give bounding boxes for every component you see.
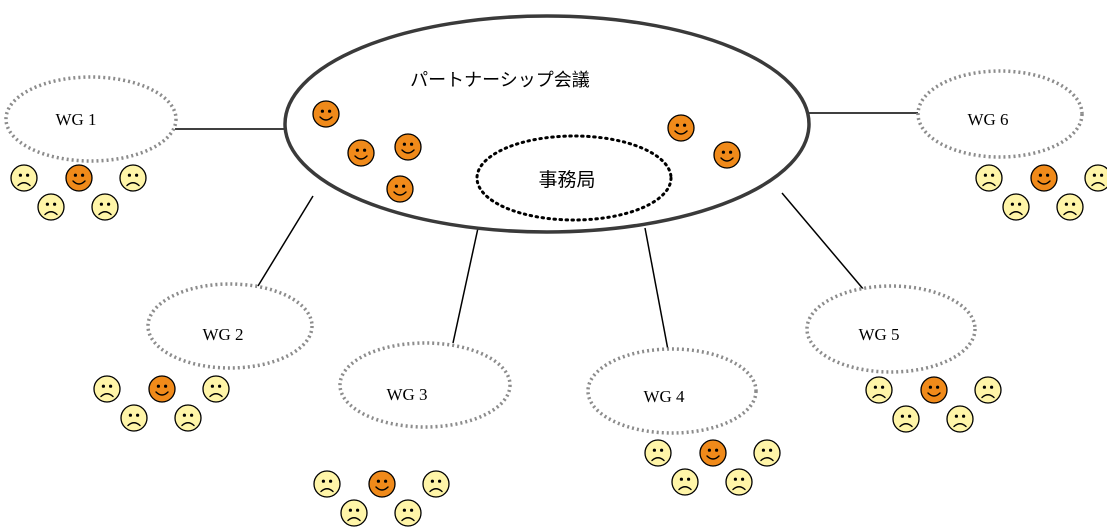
sad-face-icon [1002,193,1030,221]
sad-face-icon [313,470,341,498]
faces-layer [10,100,1107,527]
happy-face-icon [713,141,741,169]
wg1-label: WG 1 [55,110,96,129]
sad-face-icon [974,376,1002,404]
wg4-ellipse [586,347,758,435]
happy-face-icon [312,100,340,128]
wg2-ellipse [146,282,314,370]
wg5-ellipse [805,284,977,374]
sad-face-icon [892,405,920,433]
wg6-label: WG 6 [967,110,1008,129]
sad-face-icon [946,405,974,433]
sad-face-icon [10,164,38,192]
sad-face-icon [394,499,422,527]
wg2-group: WG 2 [146,282,314,370]
partnership-meeting-ellipse [283,14,811,234]
partnership-meeting-label: パートナーシップ会議 [410,70,590,91]
sad-face-icon [753,439,781,467]
wg3-ellipse [338,341,512,429]
secretariat-ellipse [475,134,673,222]
sad-face-icon [865,376,893,404]
sad-face-icon [174,404,202,432]
sad-face-icon [91,193,119,221]
connector-wg4 [644,227,669,351]
sad-face-icon [37,193,65,221]
connector-lines [175,112,918,351]
wg4-group: WG 4 [586,347,758,435]
connector-wg5 [781,192,865,291]
happy-face-icon [699,439,727,467]
sad-face-icon [202,375,230,403]
wg5-group: WG 5 [805,284,977,374]
secretariat-label: 事務局 [538,169,595,191]
happy-face-icon [148,375,176,403]
wg6-group: WG 6 [916,69,1084,159]
happy-face-icon [368,470,396,498]
wg3-group: WG 3 [338,341,512,429]
happy-face-icon [1030,164,1058,192]
sad-face-icon [1084,164,1107,192]
happy-face-icon [920,376,948,404]
happy-face-icon [386,175,414,203]
sad-face-icon [644,439,672,467]
sad-face-icon [93,375,121,403]
sad-face-icon [340,499,368,527]
wg4-label: WG 4 [643,387,685,406]
sad-face-icon [120,404,148,432]
sad-face-icon [119,164,147,192]
wg5-label: WG 5 [858,325,899,344]
sad-face-icon [671,468,699,496]
wg1-ellipse [4,75,178,163]
happy-face-icon [394,133,422,161]
connector-wg3 [452,227,479,344]
working-groups: WG 1 WG 2 WG 3 WG 4 WG 5 WG 6 [4,69,1084,435]
wg3-label: WG 3 [386,385,427,404]
sad-face-icon [725,468,753,496]
connector-wg2 [257,195,314,287]
sad-face-icon [1056,193,1084,221]
happy-face-icon [65,164,93,192]
wg1-group: WG 1 [4,75,178,163]
wg6-ellipse [916,69,1084,159]
wg2-label: WG 2 [202,325,243,344]
happy-face-icon [667,114,695,142]
sad-face-icon [975,164,1003,192]
happy-face-icon [347,139,375,167]
sad-face-icon [422,470,450,498]
